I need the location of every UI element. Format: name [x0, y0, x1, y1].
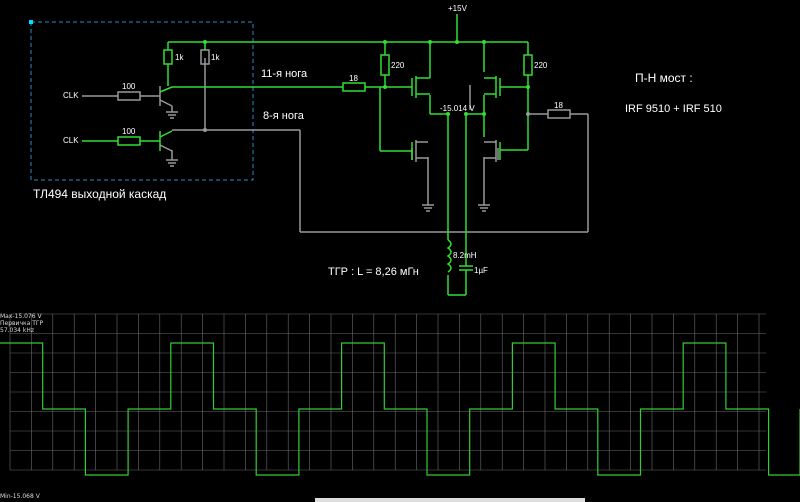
resistor-base-1	[117, 91, 141, 101]
bridge-parts: IRF 9510 + IRF 510	[625, 103, 722, 115]
active-wires	[82, 14, 529, 296]
resistor-pull-2	[200, 49, 210, 65]
inactive-wires	[82, 58, 589, 233]
r-gate-right-label: 18	[554, 101, 563, 110]
mid-voltage-label: -15.014 V	[440, 104, 475, 113]
bridge-title: П-Н мост :	[635, 71, 693, 85]
resistor-base-2	[117, 136, 141, 146]
r-base1-label: 100	[122, 82, 136, 91]
scope-grid	[9, 313, 766, 471]
circuit-schematic	[29, 14, 589, 296]
junction-dots-inactive	[203, 112, 530, 132]
scope-scrollbar[interactable]	[315, 498, 585, 502]
clk-label-1: CLK	[63, 91, 79, 100]
tgr-label: ТГР : L = 8,26 мГн	[328, 266, 419, 278]
capacitor[interactable]	[459, 240, 473, 275]
r-220-right-label: 220	[534, 61, 548, 70]
nmos-left	[411, 140, 428, 162]
nmos-right	[484, 140, 501, 162]
supply-label: +15V	[448, 4, 467, 13]
oscilloscope-view[interactable]	[0, 310, 800, 502]
resistors[interactable]	[117, 49, 571, 146]
scope-readout-name: Первичка ТГР	[0, 320, 44, 327]
inductor-label: 8.2mH	[453, 251, 477, 260]
scope-trace	[0, 342, 800, 476]
pin8-label: 8-я нога	[263, 110, 304, 122]
pmos-left	[411, 72, 431, 98]
bjt-lower	[159, 130, 173, 152]
block-label: ТЛ494 выходной каскад	[33, 187, 167, 201]
r-base2-label: 100	[122, 127, 136, 136]
selection-handle[interactable]	[29, 20, 33, 24]
pmos-right	[484, 76, 501, 98]
bjt-transistors[interactable]	[159, 86, 173, 152]
tl494-output-stage-box[interactable]	[30, 21, 254, 181]
clk-label-2: CLK	[63, 136, 79, 145]
scope-readout-min: Min-15.068 V	[0, 493, 40, 500]
r-gate-left-label: 18	[349, 74, 358, 83]
scope-readout-max: Max-15.076 V	[0, 313, 42, 320]
resistor-gate-right	[547, 109, 571, 119]
r-220-left-label: 220	[391, 61, 405, 70]
scope-readout-freq: 57.034 kHz	[0, 327, 35, 334]
inductor[interactable]	[446, 239, 452, 273]
pin11-label: 11-я нога	[261, 68, 308, 80]
resistor-220-right	[523, 54, 533, 76]
mosfets[interactable]	[411, 72, 501, 162]
ground-symbols	[166, 111, 490, 212]
junction-dots	[203, 40, 530, 116]
bjt-upper	[159, 86, 173, 112]
resistor-pull-1	[163, 49, 173, 65]
r-pull1-label: 1k	[175, 53, 184, 62]
resistor-gate-left	[342, 82, 366, 92]
capacitor-label: 1µF	[474, 266, 488, 275]
resistor-220-left	[380, 54, 390, 76]
r-pull2-label: 1k	[211, 53, 220, 62]
